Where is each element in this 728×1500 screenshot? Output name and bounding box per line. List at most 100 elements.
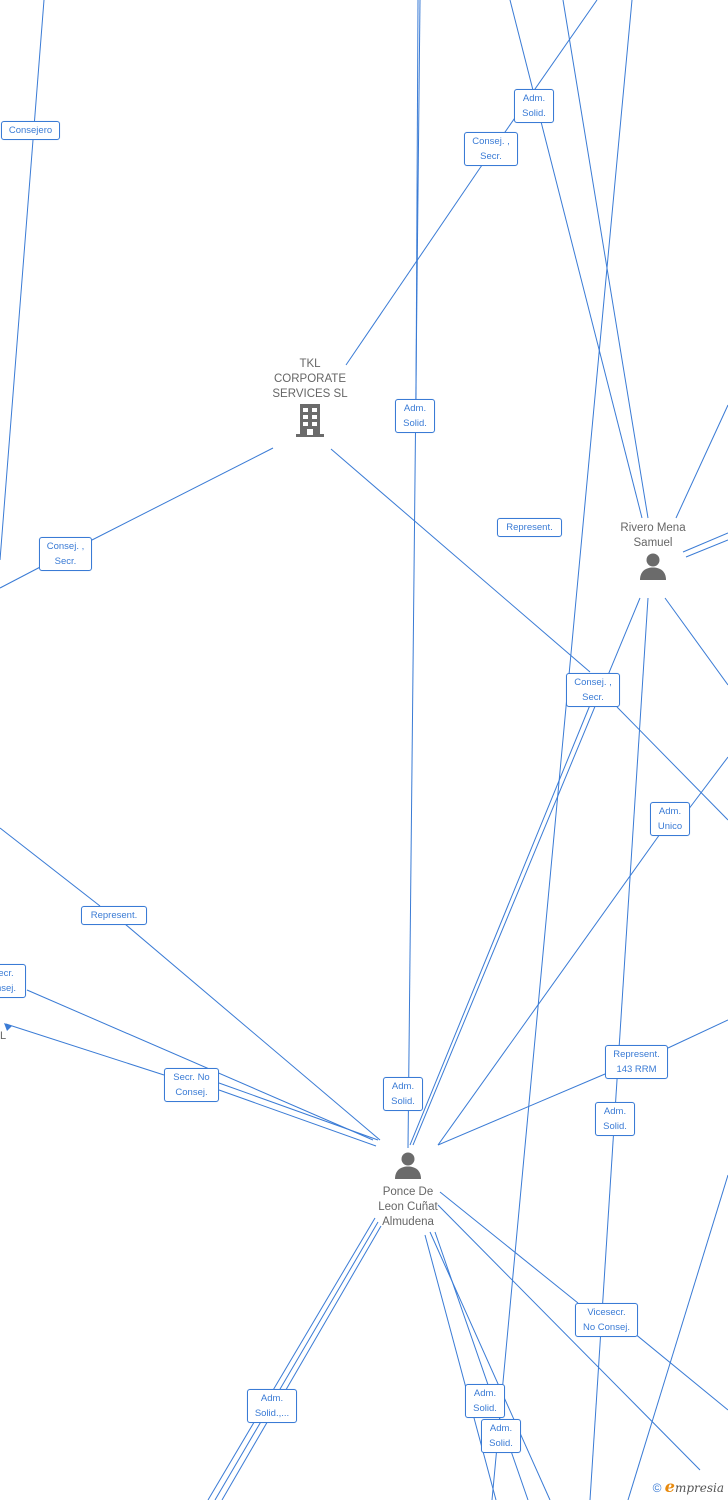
relationship-label-text: Adm. (260, 1393, 284, 1404)
relationship-label-text: Consej. , (46, 541, 85, 552)
relationship-label-text: ecr. (0, 968, 14, 979)
relationship-label[interactable]: Adm. Solid. (395, 399, 435, 433)
empresia-logo[interactable]: empresia (664, 1477, 724, 1496)
company-node[interactable]: TKL CORPORATE SERVICES SL (255, 357, 365, 443)
relationship-label[interactable]: Secr. No Consej. (164, 1068, 219, 1102)
edge-line (675, 404, 728, 519)
edge-line (415, 0, 419, 400)
relationship-label[interactable]: Adm. Solid.,... (247, 1389, 297, 1423)
building-icon (255, 402, 365, 443)
relationship-label-text: Represent. (90, 910, 138, 921)
edge-line (437, 833, 661, 1146)
edge-line (424, 1234, 497, 1500)
relationship-label[interactable]: Adm. Unico (650, 802, 690, 836)
edge-line (664, 597, 728, 686)
edge-line (633, 1332, 728, 1411)
relationship-label[interactable]: Adm. Solid. (383, 1077, 423, 1111)
arrowhead-icon (4, 1023, 12, 1031)
edge-line (207, 1217, 376, 1500)
edge-line (221, 1225, 382, 1500)
relationship-label[interactable]: Represent.143 RRM (605, 1045, 668, 1079)
relationship-label-text: Solid.,... (254, 1408, 290, 1419)
edge-line (627, 1174, 728, 1500)
relationship-label-text: Adm. (391, 1081, 415, 1092)
relationship-label-text: Represent. (506, 522, 553, 533)
edge-line (91, 447, 274, 541)
edge-line (330, 448, 591, 673)
node-label-line: Rivero Mena (620, 522, 686, 534)
node-label-line: SERVICES SL (272, 388, 348, 400)
node-label: TKL CORPORATE SERVICES SL (255, 357, 365, 402)
edge-line (214, 1221, 379, 1500)
edge-line (437, 1204, 701, 1471)
relationship-label-text: Solid. (391, 1096, 415, 1107)
relationship-label-text: Solid. (403, 418, 427, 429)
relationship-label-text: Consej. , (472, 136, 510, 147)
person-icon (598, 551, 708, 586)
relationship-label-text: Vicesecr. (587, 1307, 626, 1318)
edge-line (218, 1089, 377, 1147)
edge-line (409, 704, 591, 1146)
edge-line (491, 0, 633, 1500)
relationship-label[interactable]: Consejero (1, 121, 60, 140)
relationship-label-text: Secr. No (173, 1072, 210, 1083)
relationship-label-text: Consej. , (574, 677, 612, 688)
relationship-label[interactable]: Adm. Solid. (514, 89, 554, 123)
relationship-label-text: Adm. (473, 1388, 497, 1399)
node-label-line: Ponce De (382, 1186, 434, 1198)
node-label-line: Samuel (633, 537, 673, 549)
relationship-label-text: Secr. (582, 692, 604, 703)
edge-line (616, 706, 728, 821)
relationship-label[interactable]: Represent. (81, 906, 147, 925)
edge-line (124, 923, 381, 1141)
partial-node-label: L (0, 1030, 7, 1042)
relationship-label-text: Unico (657, 821, 683, 832)
relationship-label-text: Secr. (54, 556, 77, 567)
node-label-line: Almudena (382, 1216, 434, 1228)
edge-line (685, 539, 728, 558)
relationship-label[interactable]: Represent. (497, 518, 562, 537)
edge-line (407, 0, 421, 1149)
relationship-label-text: Consejero (8, 125, 53, 136)
copyright-symbol: © (652, 1481, 662, 1495)
edge-line (682, 532, 728, 553)
edge-line (345, 167, 481, 366)
relationship-label-text: No Consej. (583, 1322, 630, 1333)
node-label-line: Leon Cuñat (378, 1201, 438, 1213)
relationship-label[interactable]: Consej. , Secr. (566, 673, 620, 707)
relationship-label-text: Solid. (489, 1438, 513, 1449)
edge-line (439, 1191, 579, 1304)
relationship-label-text: Adm. (522, 93, 546, 104)
edge-line (26, 989, 374, 1141)
relationship-label[interactable]: Consej. , Secr. (39, 537, 92, 571)
relationship-label-text: Solid. (522, 108, 546, 119)
relationship-label-text: Secr. (480, 151, 502, 162)
edge-line (0, 0, 45, 561)
relationship-label[interactable]: Adm.Solid. (595, 1102, 635, 1136)
edge-line (434, 1231, 529, 1500)
edge-line (5, 1023, 165, 1076)
edge-line (429, 1231, 551, 1500)
edge-line (437, 1073, 606, 1146)
relationship-label-text: Adm. (403, 403, 427, 414)
relationship-label[interactable]: Adm. Solid. (465, 1384, 505, 1418)
relationship-label[interactable]: Adm. Solid. (481, 1419, 521, 1453)
relationship-label-text: Solid. (473, 1403, 497, 1414)
relationship-label-text: Consej. (175, 1087, 208, 1098)
node-label-line: TKL (299, 358, 321, 370)
relationship-label[interactable]: Vicesecr. No Consej. (575, 1303, 638, 1337)
footer-credit: © empresia (653, 1477, 724, 1496)
relationship-label-text: Solid. (603, 1121, 627, 1132)
relationship-label-text: Adm. (658, 806, 682, 817)
relationship-label-text: Adm. (489, 1423, 513, 1434)
relationship-label[interactable]: Consej. , Secr. (464, 132, 518, 166)
node-label-line: CORPORATE (274, 373, 346, 385)
edge-line (562, 0, 649, 519)
person-icon (353, 1150, 463, 1185)
relationship-label[interactable]: ecr.nsej. (0, 964, 26, 998)
